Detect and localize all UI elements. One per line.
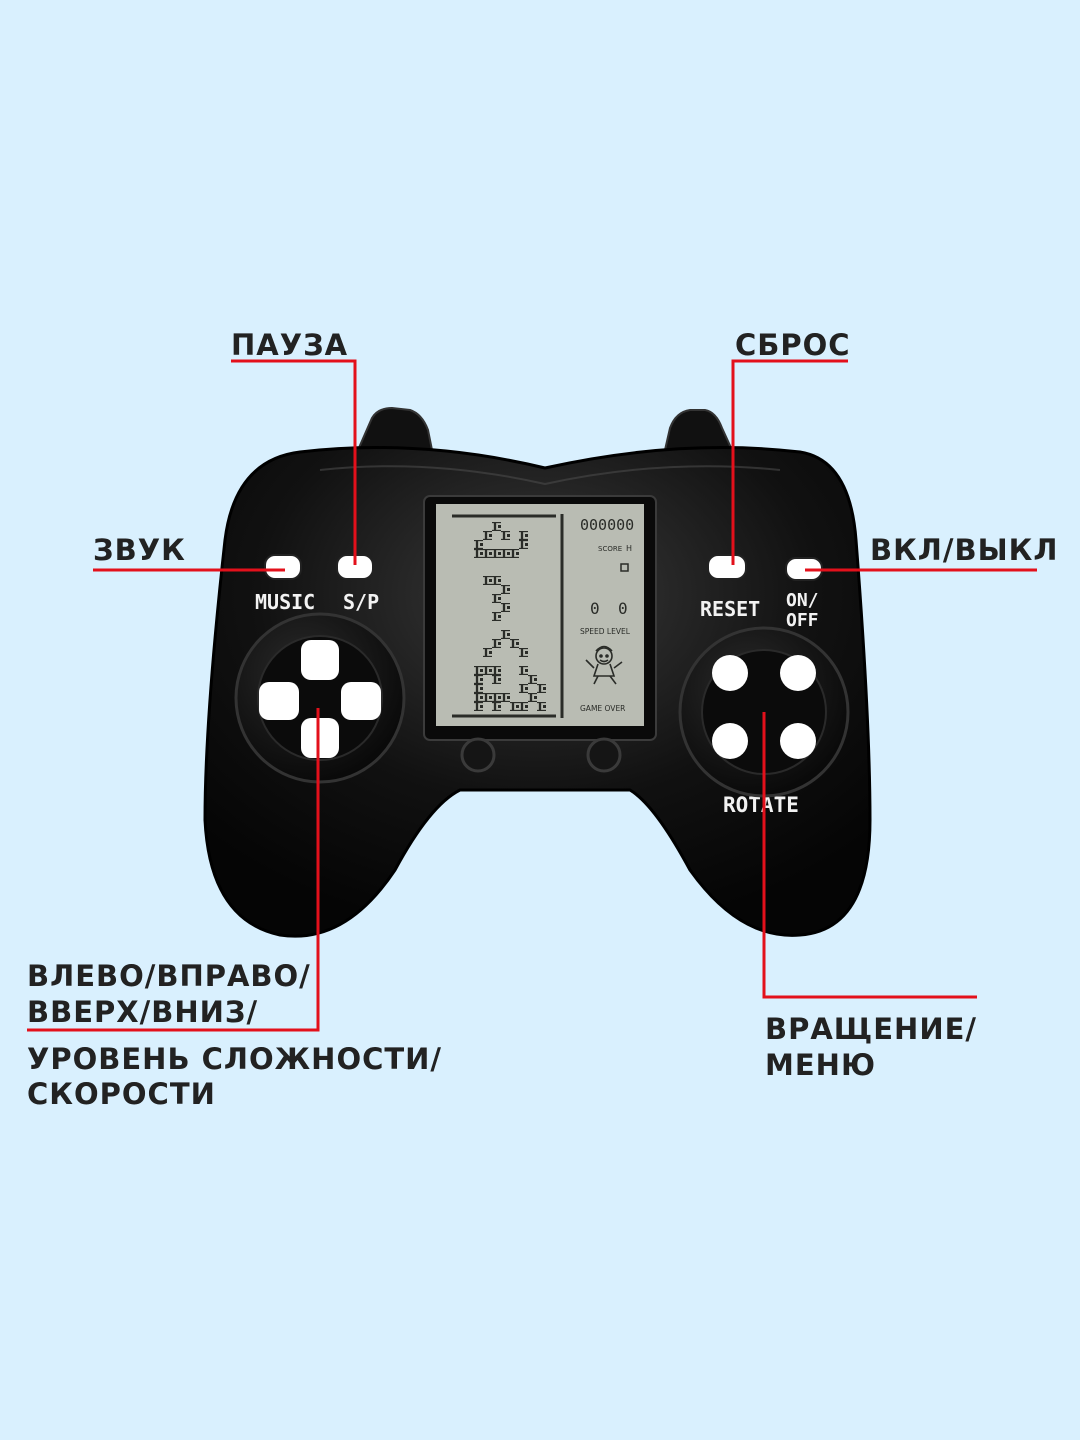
leader-lines (27, 359, 1037, 1032)
sound-callout: ЗВУК (93, 533, 186, 567)
speed-level-label: SPEED LEVEL (580, 627, 631, 636)
game-over-label: GAME OVER (580, 704, 625, 713)
dpad-callout-line4: СКОРОСТИ (27, 1077, 216, 1111)
reset-callout: СБРОС (735, 328, 851, 362)
reset-label: RESET (700, 597, 760, 621)
score-label: SCORE (598, 545, 622, 553)
left-bottom-button[interactable] (460, 737, 496, 773)
rotate-callout-line1: ВРАЩЕНИЕ/ (765, 1012, 977, 1046)
action-button-top-left[interactable] (712, 655, 748, 691)
music-label: MUSIC (255, 590, 315, 614)
music-button[interactable] (264, 554, 302, 580)
onoff-label-line2: OFF (786, 610, 819, 631)
dpad-up-button[interactable] (301, 640, 339, 680)
dpad-right-button[interactable] (341, 682, 381, 720)
hi-score-mark: H (626, 544, 632, 553)
dpad-callout-line1: ВЛЕВО/ВПРАВО/ (27, 959, 311, 993)
leader-pause (231, 359, 357, 565)
right-shoulder (663, 409, 734, 451)
pause-callout: ПАУЗА (231, 328, 349, 362)
dpad-callout-line2: ВВЕРХ/ВНИЗ/ (27, 995, 259, 1029)
power-callout: ВКЛ/ВЫКЛ (870, 533, 1059, 567)
cartoon-kid-icon (585, 645, 623, 685)
right-bottom-button[interactable] (586, 737, 622, 773)
speed-value: 0 (590, 599, 600, 618)
dpad-down-button[interactable] (301, 718, 339, 758)
sp-label: S/P (343, 590, 379, 614)
action-button-bottom-left[interactable] (712, 723, 748, 759)
action-button-top-right[interactable] (780, 655, 816, 691)
dpad-callout-line3: УРОВЕНЬ СЛОЖНОСТИ/ (27, 1042, 443, 1076)
level-value: 0 (618, 599, 628, 618)
onoff-label-line1: ON/ (786, 590, 819, 611)
leader-dpad (27, 708, 320, 1032)
action-button-bottom-right[interactable] (780, 723, 816, 759)
leader-reset (731, 359, 848, 565)
dpad-left-button[interactable] (259, 682, 299, 720)
leader-rotate (762, 712, 977, 999)
left-shoulder (356, 406, 434, 451)
tetris-falling-piece (474, 522, 528, 657)
score-digits: 000000 (580, 516, 634, 534)
rotate-callout-line2: МЕНЮ (765, 1048, 876, 1082)
reset-button[interactable] (707, 554, 747, 580)
tetris-stack (474, 666, 546, 711)
next-piece-preview (620, 563, 629, 572)
